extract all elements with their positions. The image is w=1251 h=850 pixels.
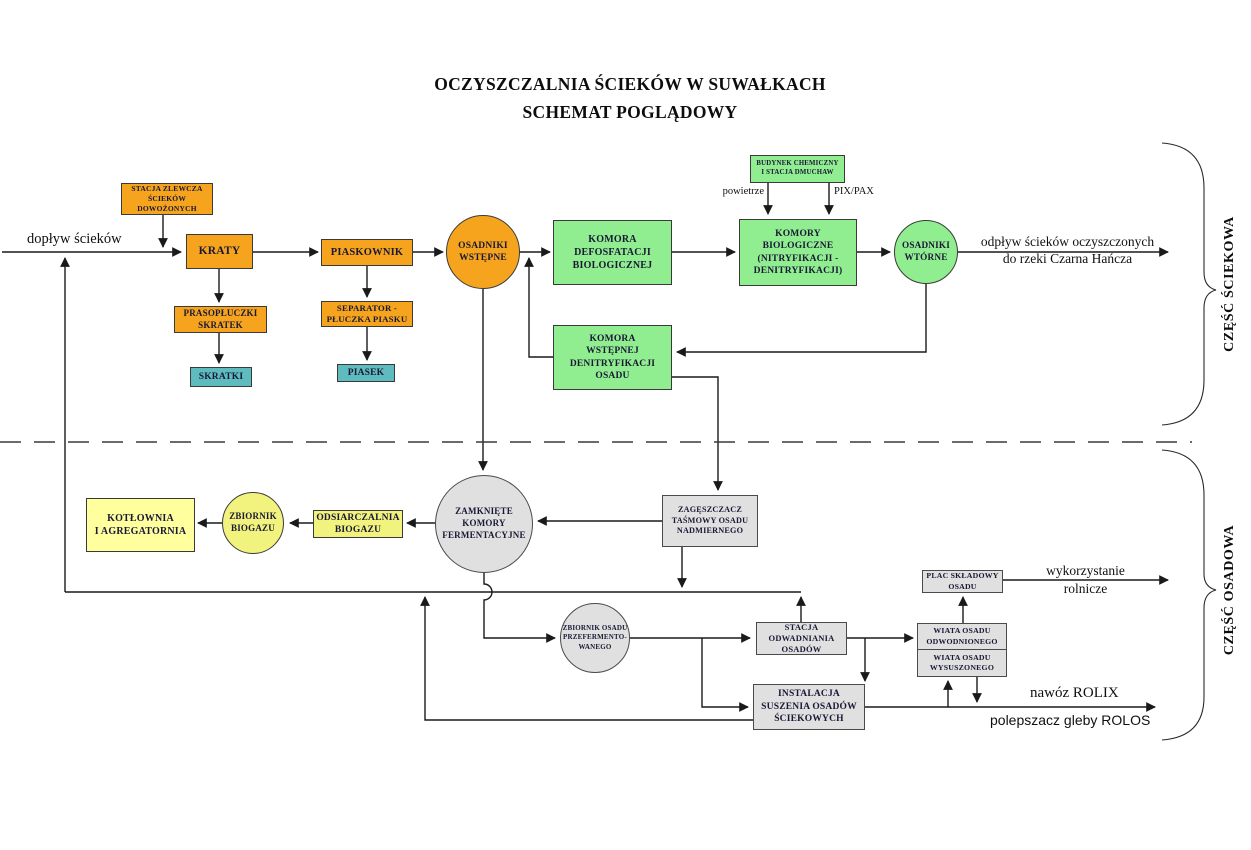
brace-czesc-sciekowa	[1161, 142, 1217, 426]
label-nawoz-rolix: nawóz ROLIX	[1030, 685, 1119, 701]
label-wykorzystanie-rolnicze: wykorzystanie rolnicze	[1046, 563, 1125, 596]
title-line-1: OCZYSZCZALNIA ŚCIEKÓW W SUWAŁKACH	[434, 74, 826, 94]
node-komory-biologiczne: KOMORY BIOLOGICZNE (NITRYFIKACJI - DENIT…	[739, 219, 857, 286]
node-budynek-chemiczny: BUDYNEK CHEMICZNY I STACJA DMUCHAW	[750, 155, 845, 183]
node-piasek: PIASEK	[337, 364, 395, 382]
node-zbiornik-biogazu: ZBIORNIK BIOGAZU	[222, 492, 284, 554]
brace-czesc-osadowa	[1161, 449, 1217, 741]
node-komora-wstepnej-denitryfikacji: KOMORA WSTĘPNEJ DENITRYFIKACJI OSADU	[553, 325, 672, 390]
label-pix-pax: PIX/PAX	[834, 186, 874, 197]
section-label-sciekowa: CZĘŚĆ ŚCIEKOWA	[1222, 216, 1237, 352]
node-skratki: SKRATKI	[190, 367, 252, 387]
flow-arrows	[2, 183, 1169, 721]
label-powietrze: powietrze	[722, 186, 764, 197]
node-zbiornik-osadu-przefermentowanego: ZBIORNIK OSADU PRZEFERMENTO- WANEGO	[560, 603, 630, 673]
node-wiata-osadu-odwodnionego: WIATA OSADU ODWODNIONEGO	[917, 623, 1007, 650]
node-plac-skladowy: PLAC SKŁADOWY OSADU	[922, 570, 1003, 593]
label-polepszacz-gleby-rolos: polepszacz gleby ROLOS	[990, 712, 1151, 728]
node-prasopluczki-skratek: PRASOPŁUCZKI SKRATEK	[174, 306, 267, 333]
node-stacja-odwadniania: STACJA ODWADNIANIA OSADÓW	[756, 622, 847, 655]
section-label-osadowa: CZĘŚĆ OSADOWA	[1222, 524, 1237, 656]
node-stacja-zlewcza: STACJA ZLEWCZA ŚCIEKÓW DOWOŻONYCH	[121, 183, 213, 215]
diagram-title: OCZYSZCZALNIA ŚCIEKÓW W SUWAŁKACH SCHEMA…	[380, 70, 880, 126]
node-instalacja-suszenia: INSTALACJA SUSZENIA OSADÓW ŚCIEKOWYCH	[753, 684, 865, 730]
node-odsiarczalnia-biogazu: ODSIARCZALNIA BIOGAZU	[313, 510, 403, 538]
label-doplyw-sciekow: dopływ ścieków	[27, 231, 122, 247]
node-separator-pluczka-piasku: SEPARATOR - PŁUCZKA PIASKU	[321, 301, 413, 327]
node-zamkniete-komory-fermentacyjne: ZAMKNIĘTE KOMORY FERMENTACYJNE	[435, 475, 533, 573]
node-zageszczacz-tasmowy: ZAGĘSZCZACZ TAŚMOWY OSADU NADMIERNEGO	[662, 495, 758, 547]
node-kotlownia: KOTŁOWNIA I AGREGATORNIA	[86, 498, 195, 552]
label-odplyw-sciekow: odpływ ścieków oczyszczonych do rzeki Cz…	[980, 234, 1155, 266]
node-kraty: KRATY	[186, 234, 253, 269]
title-line-2: SCHEMAT POGLĄDOWY	[522, 102, 738, 122]
node-piaskownik: PIASKOWNIK	[321, 239, 413, 266]
node-osadniki-wtorne: OSADNIKI WTÓRNE	[894, 220, 958, 284]
node-osadniki-wstepne: OSADNIKI WSTĘPNE	[446, 215, 520, 289]
node-wiata-osadu-wysuszonego: WIATA OSADU WYSUSZONEGO	[917, 649, 1007, 677]
node-komora-defosfatacji: KOMORA DEFOSFATACJI BIOLOGICZNEJ	[553, 220, 672, 285]
